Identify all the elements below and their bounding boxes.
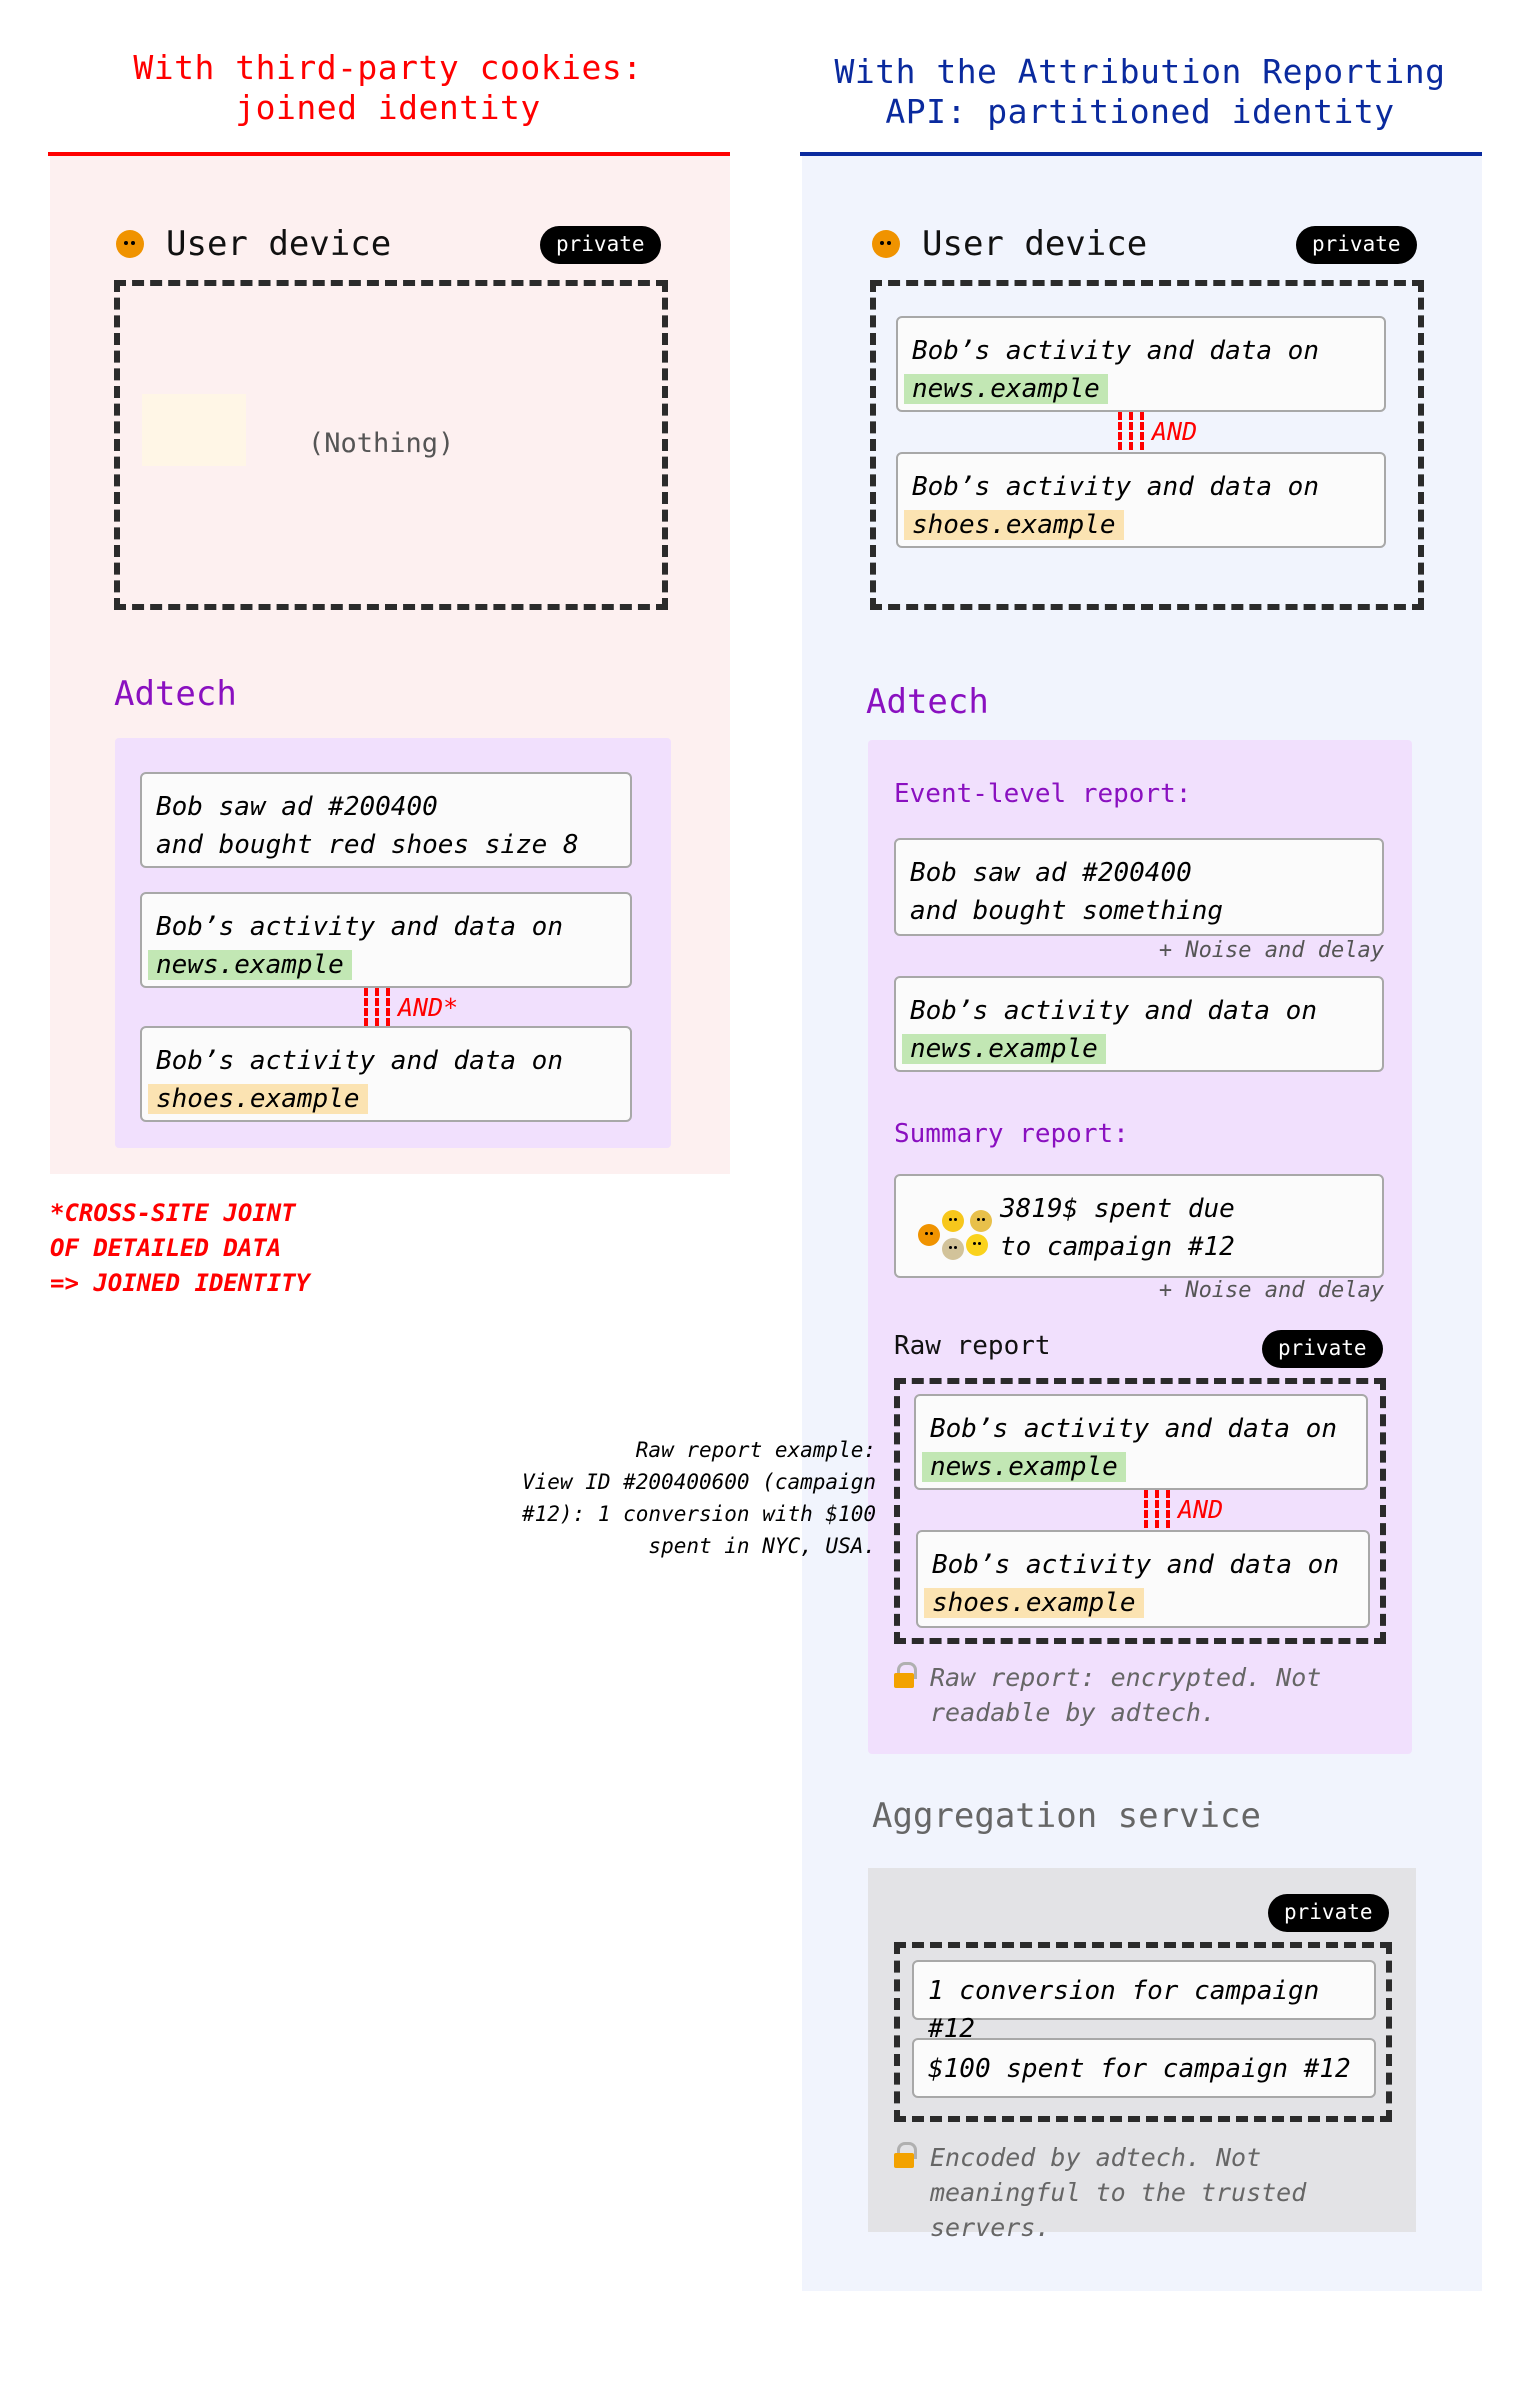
event-line-1: Bob saw ad #200400 — [910, 858, 1192, 888]
right-title-rule — [800, 152, 1482, 156]
left-adtech-heading: Adtech — [114, 674, 237, 714]
summary-line-2: to campaign #12 — [1000, 1232, 1235, 1262]
event-level-title: Event-level report: — [894, 779, 1192, 809]
site-news-tag: news.example — [902, 1034, 1106, 1064]
lock-icon — [894, 2142, 917, 2168]
summary-line-1: 3819$ spent due — [1000, 1194, 1235, 1224]
left-user-device-heading: User device — [116, 224, 391, 264]
example-line: Raw report example: — [635, 1438, 876, 1462]
join-lines-icon — [1118, 412, 1144, 450]
footnote-line: OF DETAILED DATA — [50, 1234, 282, 1262]
activity-text: Bob’s activity and data on — [930, 1414, 1337, 1444]
raw-news-card: Bob’s activity and data on news.example — [914, 1394, 1368, 1490]
purchase-card: Bob saw ad #200400 and bought red shoes … — [140, 772, 632, 868]
and-label: AND — [1178, 1494, 1224, 1524]
encoded-note: Encoded by adtech. Not meaningful to the… — [894, 2140, 1306, 2245]
private-badge: private — [1262, 1330, 1383, 1368]
user-face-icon — [116, 230, 144, 258]
left-column-title: With third-party cookies: joined identit… — [48, 48, 728, 128]
private-badge: private — [540, 226, 661, 264]
spend-card: $100 spent for campaign #12 — [912, 2038, 1376, 2098]
event-news-card: Bob’s activity and data on news.example — [894, 976, 1384, 1072]
note-line: servers. — [930, 2213, 1051, 2242]
footnote-line: => JOINED IDENTITY — [50, 1269, 311, 1297]
footnote-line: *CROSS-SITE JOINT — [50, 1199, 296, 1227]
right-user-device-box — [870, 280, 1424, 610]
user-device-label: User device — [922, 224, 1148, 264]
user-device-label: User device — [166, 224, 392, 264]
raw-report-box — [894, 1378, 1386, 1644]
noise-delay-note: + Noise and delay — [1158, 938, 1384, 963]
right-title-line-2: API: partitioned identity — [885, 92, 1395, 131]
lock-icon — [894, 1662, 917, 1688]
right-user-device-heading: User device — [872, 224, 1147, 264]
activity-text: Bob’s activity and data on — [910, 996, 1317, 1026]
join-lines-icon — [364, 988, 390, 1026]
private-badge: private — [1268, 1894, 1389, 1932]
activity-text: Bob’s activity and data on — [932, 1550, 1339, 1580]
left-user-device-box — [114, 280, 668, 610]
activity-text: Bob’s activity and data on — [156, 1046, 563, 1076]
join-lines-icon — [1144, 1490, 1170, 1528]
empty-placeholder — [142, 394, 246, 466]
site-news-tag: news.example — [922, 1452, 1126, 1482]
left-title-rule — [48, 152, 730, 156]
noise-delay-note: + Noise and delay — [1158, 1278, 1384, 1303]
cross-site-footnote: *CROSS-SITE JOINT OF DETAILED DATA => JO… — [50, 1196, 310, 1301]
and-connector: AND — [1144, 1490, 1223, 1528]
summary-card: 3819$ spent due to campaign #12 — [894, 1174, 1384, 1278]
left-title-line-1: With third-party cookies: — [133, 48, 643, 87]
note-line: Encoded by adtech. Not — [930, 2143, 1262, 2172]
aggregation-private-box — [894, 1942, 1392, 2122]
raw-encrypted-note: Raw report: encrypted. Not readable by a… — [894, 1660, 1321, 1730]
device-shoes-card: Bob’s activity and data on shoes.example — [896, 452, 1386, 548]
user-face-icon — [872, 230, 900, 258]
news-activity-card: Bob’s activity and data on news.example — [140, 892, 632, 988]
summary-report-title: Summary report: — [894, 1119, 1129, 1149]
note-line: meaningful to the trusted — [930, 2178, 1307, 2207]
raw-shoes-card: Bob’s activity and data on shoes.example — [916, 1530, 1370, 1628]
site-news-tag: news.example — [148, 950, 352, 980]
device-news-card: Bob’s activity and data on news.example — [896, 316, 1386, 412]
aggregation-service-heading: Aggregation service — [872, 1796, 1261, 1836]
site-shoes-tag: shoes.example — [904, 510, 1124, 540]
and-connector: AND — [1118, 412, 1197, 450]
and-connector: AND* — [364, 988, 458, 1026]
private-badge: private — [1296, 226, 1417, 264]
activity-text: Bob’s activity and data on — [156, 912, 563, 942]
shoes-activity-card: Bob’s activity and data on shoes.example — [140, 1026, 632, 1122]
and-label: AND — [1152, 416, 1198, 446]
site-news-tag: news.example — [904, 374, 1108, 404]
crowd-faces-icon — [918, 1210, 998, 1270]
right-title-line-1: With the Attribution Reporting — [834, 52, 1446, 91]
purchase-line-2: and bought red shoes size 8 — [156, 830, 579, 860]
activity-text: Bob’s activity and data on — [912, 336, 1319, 366]
note-line: readable by adtech. — [930, 1698, 1216, 1727]
and-label: AND* — [398, 992, 459, 1022]
note-line: Raw report: encrypted. Not — [930, 1663, 1322, 1692]
raw-report-example: Raw report example: View ID #200400600 (… — [400, 1434, 876, 1562]
purchase-line-1: Bob saw ad #200400 — [156, 792, 438, 822]
event-level-card: Bob saw ad #200400 and bought something — [894, 838, 1384, 936]
site-shoes-tag: shoes.example — [924, 1588, 1144, 1618]
activity-text: Bob’s activity and data on — [912, 472, 1319, 502]
conversion-count-card: 1 conversion for campaign #12 — [912, 1960, 1376, 2044]
right-adtech-heading: Adtech — [866, 682, 989, 722]
left-title-line-2: joined identity — [235, 88, 541, 127]
raw-report-title: Raw report — [894, 1331, 1051, 1361]
example-line: spent in NYC, USA. — [648, 1534, 876, 1558]
right-column-title: With the Attribution Reporting API: part… — [800, 52, 1480, 132]
event-line-2: and bought something — [910, 896, 1224, 926]
site-shoes-tag: shoes.example — [148, 1084, 368, 1114]
nothing-text: (Nothing) — [308, 428, 455, 459]
example-line: View ID #200400600 (campaign — [521, 1470, 876, 1494]
example-line: #12): 1 conversion with $100 — [521, 1502, 876, 1526]
